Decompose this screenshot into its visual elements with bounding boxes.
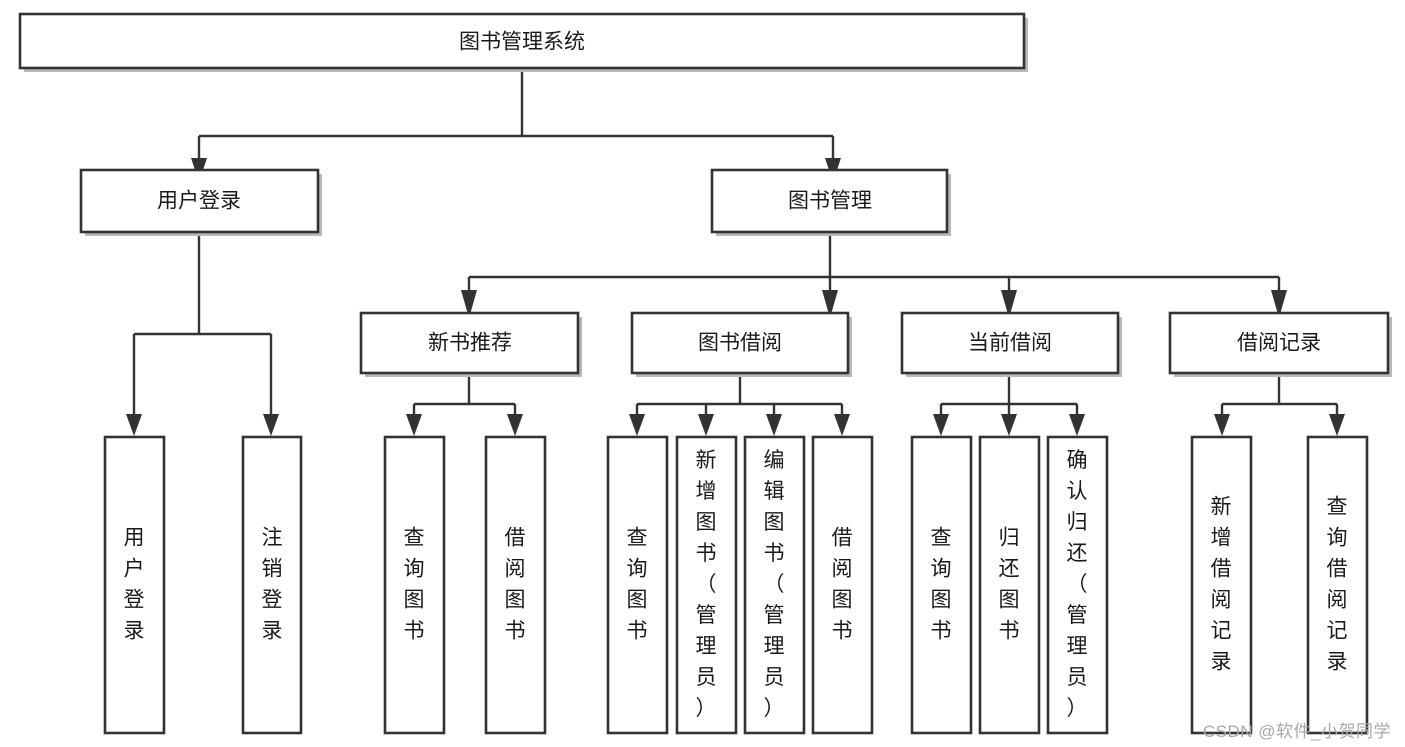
arrowhead-icon [1069, 414, 1085, 436]
connector-bookmanage-to-level3 [467, 232, 1281, 290]
node-leaf-add-record-label: 新增借阅记录 [1211, 495, 1232, 673]
node-box[interactable] [241, 435, 303, 735]
node-leaf-query-book-3[interactable]: 查询图书 [910, 435, 973, 735]
node-leaf-query-record-label: 查询借阅记录 [1327, 495, 1348, 673]
node-leaf-query-book-1-label: 查询图书 [404, 526, 425, 642]
node-root[interactable]: 图书管理系统 [18, 12, 1028, 72]
node-leaf-user-login-label: 用户登录 [124, 526, 145, 642]
connector-borrowrecord-to-leaves [1220, 376, 1339, 414]
connector-root-to-level2 [197, 68, 835, 158]
arrowhead-icon [1001, 290, 1017, 318]
arrowhead-icon [263, 414, 279, 436]
node-leaf-logout-login[interactable]: 注销登录 [241, 435, 303, 735]
leaf-node-layer: 用户登录 注销登录 查询图书 借阅图书 查询图书 新增图书（管理员） [103, 435, 1369, 735]
connector-bookborrow-to-leaves [635, 376, 844, 414]
connector-currentborrow-to-leaves [939, 376, 1079, 414]
arrowhead-icon [507, 414, 523, 436]
node-current-borrow[interactable]: 当前借阅 [900, 311, 1122, 377]
node-leaf-add-record[interactable]: 新增借阅记录 [1190, 435, 1253, 735]
node-leaf-query-record[interactable]: 查询借阅记录 [1306, 435, 1369, 735]
node-box[interactable] [710, 168, 949, 234]
arrowhead-icon [126, 414, 142, 436]
node-leaf-query-book-2[interactable]: 查询图书 [606, 435, 669, 735]
node-leaf-confirm-return-label: 确认归还（管理员） [1067, 449, 1088, 720]
node-borrow-record-label: 借阅记录 [1237, 332, 1321, 355]
node-box[interactable] [978, 435, 1041, 735]
node-book-manage-label: 图书管理 [788, 190, 872, 213]
arrowhead-icon [1329, 414, 1345, 436]
node-leaf-edit-book[interactable]: 编辑图书（管理员） [743, 435, 806, 735]
node-book-borrow-label: 图书借阅 [698, 332, 782, 355]
node-box[interactable] [79, 168, 320, 234]
node-box[interactable] [484, 435, 547, 735]
node-leaf-edit-book-label: 编辑图书（管理员） [764, 449, 785, 720]
node-borrow-record[interactable]: 借阅记录 [1168, 311, 1392, 377]
arrowhead-icon [1214, 414, 1230, 436]
node-leaf-add-book-label: 新增图书（管理员） [696, 449, 717, 720]
node-box[interactable] [1168, 311, 1390, 375]
node-box[interactable] [1190, 435, 1253, 735]
node-box[interactable] [359, 311, 580, 375]
node-box[interactable] [900, 311, 1120, 375]
connector-layer [132, 68, 1339, 414]
arrowhead-icon [461, 290, 477, 318]
node-current-borrow-label: 当前借阅 [968, 332, 1052, 355]
arrowhead-icon [629, 414, 645, 436]
node-leaf-return-book[interactable]: 归还图书 [978, 435, 1041, 735]
node-leaf-borrow-book-2[interactable]: 借阅图书 [811, 435, 874, 735]
node-leaf-borrow-book-1-label: 借阅图书 [505, 526, 526, 642]
arrowhead-icon [834, 414, 850, 436]
node-box[interactable] [811, 435, 874, 735]
node-new-book-recommend-label: 新书推荐 [428, 332, 512, 355]
arrowhead-icon [766, 414, 782, 436]
node-leaf-return-book-label: 归还图书 [999, 526, 1020, 642]
node-leaf-query-book-1[interactable]: 查询图书 [383, 435, 446, 735]
arrowhead-icon [933, 414, 949, 436]
node-root-label: 图书管理系统 [459, 31, 585, 54]
node-box[interactable] [743, 435, 806, 735]
node-leaf-add-book[interactable]: 新增图书（管理员） [675, 435, 738, 735]
connector-userlogin-to-leaves [132, 232, 273, 414]
arrowhead-icon [698, 414, 714, 436]
node-leaf-query-book-3-label: 查询图书 [931, 526, 952, 642]
node-box[interactable] [630, 311, 850, 375]
node-user-login[interactable]: 用户登录 [79, 168, 322, 236]
node-box[interactable] [18, 12, 1026, 70]
node-leaf-logout-login-label: 注销登录 [262, 526, 283, 642]
node-book-borrow[interactable]: 图书借阅 [630, 311, 852, 377]
node-box[interactable] [103, 435, 166, 735]
node-box[interactable] [910, 435, 973, 735]
node-box[interactable] [675, 435, 738, 735]
connector-newbook-to-leaves [412, 376, 517, 414]
arrowhead-icon [1001, 414, 1017, 436]
node-user-login-label: 用户登录 [157, 190, 241, 213]
node-leaf-user-login[interactable]: 用户登录 [103, 435, 166, 735]
node-box[interactable] [1046, 435, 1109, 735]
node-leaf-query-book-2-label: 查询图书 [627, 526, 648, 642]
node-leaf-borrow-book-2-label: 借阅图书 [832, 526, 853, 642]
node-box[interactable] [606, 435, 669, 735]
node-book-manage[interactable]: 图书管理 [710, 168, 951, 236]
arrowhead-icon [822, 290, 838, 318]
arrowhead-icon [406, 414, 422, 436]
arrowhead-icon [1271, 290, 1287, 318]
node-leaf-borrow-book-1[interactable]: 借阅图书 [484, 435, 547, 735]
node-leaf-confirm-return[interactable]: 确认归还（管理员） [1046, 435, 1109, 735]
node-new-book-recommend[interactable]: 新书推荐 [359, 311, 582, 377]
node-box[interactable] [383, 435, 446, 735]
node-box[interactable] [1306, 435, 1369, 735]
